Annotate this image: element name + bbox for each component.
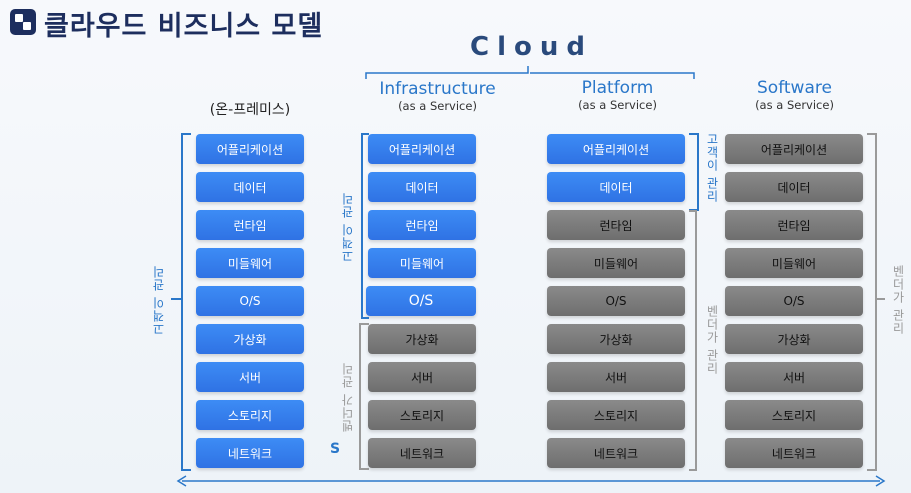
paas-vendor-bracket [689, 210, 697, 471]
paas-header: Platform [581, 78, 654, 98]
saas-vendor-label: 벤더가 관리 [891, 265, 905, 335]
paas-layer-middleware: 미들웨어 [547, 248, 685, 278]
onprem-layer-middleware: 미들웨어 [196, 248, 304, 278]
onprem-header: (온-프레미스) [209, 102, 291, 118]
paas-layer-storage: 스토리지 [547, 400, 685, 430]
saas-vendor-bracket [867, 133, 877, 471]
paas-layer-application: 어플리케이션 [547, 134, 685, 164]
iaas-layer-storage: 스토리지 [368, 400, 476, 430]
title-bullet-icon [10, 9, 36, 35]
saas-layer-middleware: 미들웨어 [725, 248, 863, 278]
onprem-layer-virtualization: 가상화 [196, 324, 304, 354]
onprem-layer-network: 네트워크 [196, 438, 304, 468]
paas-customer-bracket [689, 133, 699, 211]
cloud-title: Cloud [470, 32, 593, 62]
onprem-layer-application: 어플리케이션 [196, 134, 304, 164]
iaas-vendor-bracket [359, 323, 369, 470]
saas-layer-network: 네트워크 [725, 438, 863, 468]
iaas-layer-data: 데이터 [368, 172, 476, 202]
iaas-customer-bracket [361, 133, 369, 319]
iaas-layer-server: 서버 [368, 362, 476, 392]
saas-subheader: (as a Service) [755, 98, 834, 112]
iaas-layer-runtime: 런타임 [368, 210, 476, 240]
paas-layer-server: 서버 [547, 362, 685, 392]
cloud-brace [365, 64, 695, 80]
iaas-layer-middleware: 미들웨어 [368, 248, 476, 278]
onprem-layer-runtime: 런타임 [196, 210, 304, 240]
saas-header: Software [757, 78, 832, 98]
stray-character: S [330, 441, 341, 457]
iaas-layer-application: 어플리케이션 [368, 134, 476, 164]
paas-layer-data: 데이터 [547, 172, 685, 202]
onprem-layer-server: 서버 [196, 362, 304, 392]
paas-customer-label: 고객이 관리 [705, 133, 719, 203]
paas-vendor-label: 벤더가 관리 [705, 305, 719, 375]
saas-layer-application: 어플리케이션 [725, 134, 863, 164]
saas-layer-virtualization: 가상화 [725, 324, 863, 354]
paas-subheader: (as a Service) [578, 98, 657, 112]
iaas-layer-network: 네트워크 [368, 438, 476, 468]
saas-layer-server: 서버 [725, 362, 863, 392]
onprem-layer-data: 데이터 [196, 172, 304, 202]
iaas-header: Infrastructure [379, 79, 496, 99]
paas-layer-runtime: 런타임 [547, 210, 685, 240]
iaas-layer-os: O/S [366, 286, 476, 316]
saas-layer-data: 데이터 [725, 172, 863, 202]
bottom-arrow [176, 473, 886, 487]
paas-layer-network: 네트워크 [547, 438, 685, 468]
onprem-layer-storage: 스토리지 [196, 400, 304, 430]
saas-bracket-tick [877, 298, 885, 300]
iaas-vendor-label: 벤더가 관리 [341, 362, 355, 432]
saas-layer-os: O/S [725, 286, 863, 316]
iaas-customer-label: 고객이 관리 [341, 192, 355, 262]
paas-layer-os: O/S [547, 286, 685, 316]
iaas-subheader: (as a Service) [398, 99, 477, 113]
onprem-layer-os: O/S [196, 286, 304, 316]
paas-layer-virtualization: 가상화 [547, 324, 685, 354]
saas-layer-storage: 스토리지 [725, 400, 863, 430]
iaas-layer-virtualization: 가상화 [368, 324, 476, 354]
saas-layer-runtime: 런타임 [725, 210, 863, 240]
onprem-bracket-tick [171, 298, 181, 300]
onprem-customer-label: 고객이 관리 [152, 265, 166, 335]
page-title: 클라우드 비즈니스 모델 [44, 11, 324, 42]
onprem-customer-bracket [181, 133, 191, 471]
